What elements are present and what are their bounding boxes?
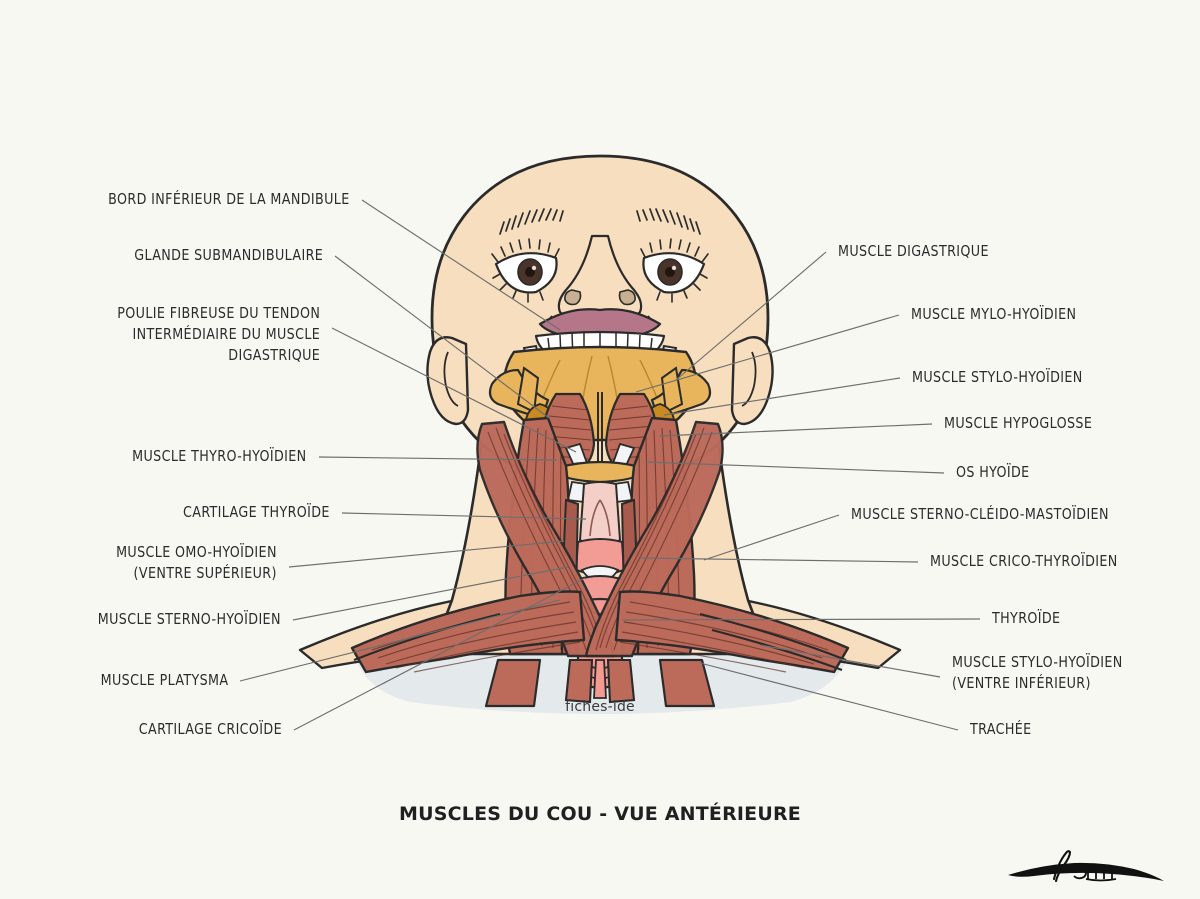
- label-cartilage-cricoide: CARTILAGE CRICOÏDE: [138, 720, 282, 738]
- leader-poulie-fibreuse-tendon: [331, 327, 577, 453]
- leader-muscle-digastrique: [675, 251, 827, 381]
- leader-muscle-stylo-hyoidien: [663, 377, 901, 416]
- leader-lines: [239, 199, 981, 731]
- label-muscle-thyro-hyoidien: MUSCLE THYRO-HYOÏDIEN: [132, 447, 307, 465]
- sternal-heads: [484, 658, 716, 708]
- leader-muscle-mylo-hyoidien: [635, 314, 900, 393]
- leader-cartilage-thyroide: [341, 512, 587, 520]
- leader-os-hyoide: [644, 461, 945, 474]
- label-trachee: TRACHÉE: [970, 720, 1032, 738]
- leader-thyroide: [621, 618, 981, 621]
- page-title: MUSCLES DU COU - VUE ANTÉRIEURE: [399, 803, 801, 825]
- label-muscle-stylo-hyoidien-ventre-inferieur: MUSCLE STYLO-HYOÏDIEN (VENTRE INFÉRIEUR): [952, 653, 1123, 692]
- label-cartilage-thyroide: CARTILAGE THYROÏDE: [183, 503, 330, 521]
- label-muscle-platysma: MUSCLE PLATYSMA: [100, 671, 228, 689]
- label-muscle-hypoglosse: MUSCLE HYPOGLOSSE: [944, 414, 1093, 432]
- leader-muscle-stylo-hyoidien-ventre-inferieur: [759, 644, 941, 678]
- hyoid-bone: [554, 442, 646, 504]
- author-signature: [1008, 850, 1164, 883]
- leader-muscle-thyro-hyoidien: [318, 456, 558, 461]
- label-muscle-crico-thyroidien: MUSCLE CRICO-THYROÏDIEN: [930, 552, 1118, 570]
- label-muscle-mylo-hyoidien: MUSCLE MYLO-HYOÏDIEN: [911, 305, 1077, 323]
- leader-bord-inferieur-mandibule: [361, 199, 561, 331]
- label-muscle-digastrique: MUSCLE DIGASTRIQUE: [838, 242, 989, 260]
- label-os-hyoide: OS HYOÏDE: [956, 463, 1030, 481]
- leader-muscle-sterno-hyoidien: [292, 566, 569, 621]
- label-bord-inferieur-mandibule: BORD INFÉRIEUR DE LA MANDIBULE: [108, 190, 350, 208]
- leader-trachee: [699, 662, 959, 731]
- leader-cartilage-cricoide: [293, 577, 586, 731]
- eyes: [491, 238, 709, 303]
- leader-muscle-crico-thyroidien: [639, 557, 919, 563]
- label-glande-submandibulaire: GLANDE SUBMANDIBULAIRE: [134, 246, 323, 264]
- watermark: fiches-ide: [565, 699, 635, 715]
- label-poulie-fibreuse-tendon: POULIE FIBREUSE DU TENDON INTERMÉDIAIRE …: [117, 304, 320, 364]
- label-muscle-sterno-hyoidien: MUSCLE STERNO-HYOÏDIEN: [97, 610, 281, 628]
- label-thyroide: THYROÏDE: [992, 609, 1061, 627]
- leader-glande-submandibulaire: [334, 255, 550, 419]
- label-muscle-stylo-hyoidien: MUSCLE STYLO-HYOÏDIEN: [912, 368, 1083, 386]
- leader-muscle-omo-hyoidien: [288, 540, 565, 568]
- label-muscle-sterno-cleido-mastoidien: MUSCLE STERNO-CLÉIDO-MASTOÏDIEN: [851, 505, 1109, 523]
- omohyoid-and-shoulder-muscles: [350, 590, 850, 674]
- leader-muscle-sterno-cleido-mastoidien: [703, 514, 840, 561]
- leader-muscle-platysma: [239, 599, 561, 682]
- label-muscle-omo-hyoidien: MUSCLE OMO-HYOÏDIEN (VENTRE SUPÉRIEUR): [116, 543, 277, 582]
- leader-muscle-hypoglosse: [659, 423, 933, 437]
- eyebrows: [499, 208, 701, 235]
